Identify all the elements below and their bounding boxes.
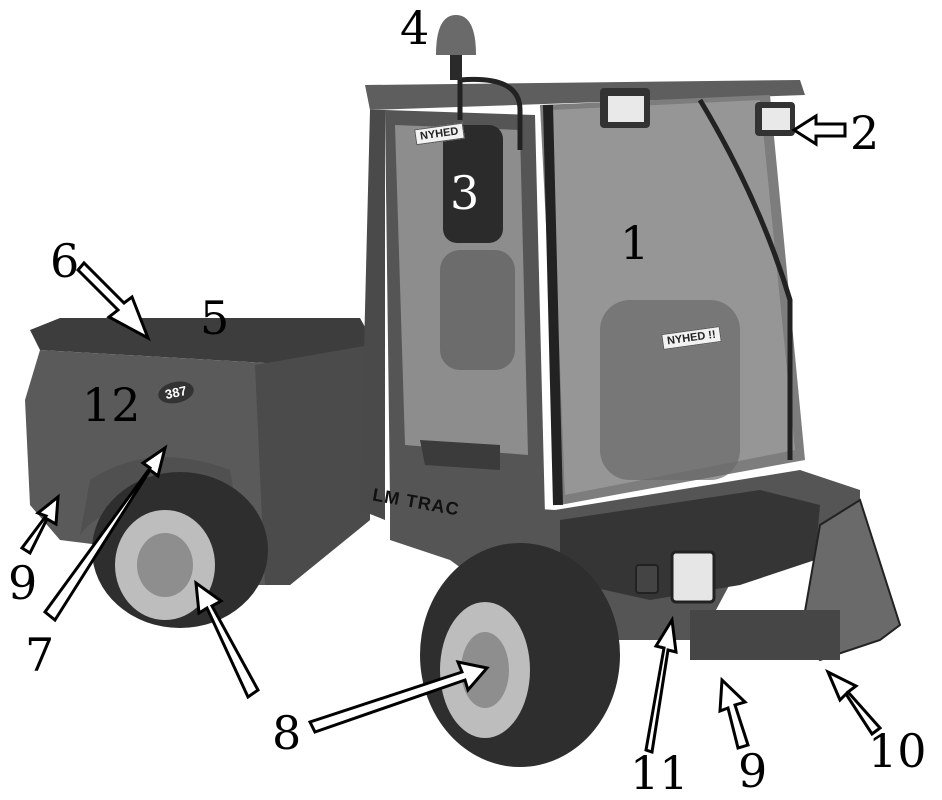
wiper-arm <box>697 98 793 460</box>
callout-arrows <box>19 113 883 754</box>
arrow-8b <box>307 659 490 734</box>
callout-1: 1 <box>620 216 650 270</box>
front-body <box>390 470 902 662</box>
callout-11: 11 <box>630 746 689 800</box>
arrow-10 <box>825 668 883 737</box>
callout-2: 2 <box>850 106 880 160</box>
callout-9-front: 9 <box>738 744 768 798</box>
callout-5: 5 <box>200 291 230 345</box>
callout-7: 7 <box>25 628 55 682</box>
rear-wheel <box>92 472 268 628</box>
front-wheel <box>420 543 620 767</box>
arrow-6 <box>75 260 151 342</box>
callout-12: 12 <box>82 378 141 432</box>
beacon <box>436 15 476 80</box>
arrow-9b <box>718 676 750 750</box>
cab <box>360 80 805 520</box>
callout-10: 10 <box>868 724 927 778</box>
callout-8: 8 <box>272 706 302 760</box>
arrow-11 <box>644 615 678 754</box>
mirror <box>443 76 523 243</box>
callout-3: 3 <box>450 166 480 220</box>
arrow-9a <box>19 493 60 556</box>
arrow-8a <box>194 579 260 700</box>
callout-9-rear: 9 <box>8 556 38 610</box>
callout-6: 6 <box>50 234 80 288</box>
callout-4: 4 <box>400 1 430 55</box>
arrow-2 <box>791 113 847 147</box>
arrow-7 <box>42 444 168 623</box>
work-lights <box>600 88 795 136</box>
